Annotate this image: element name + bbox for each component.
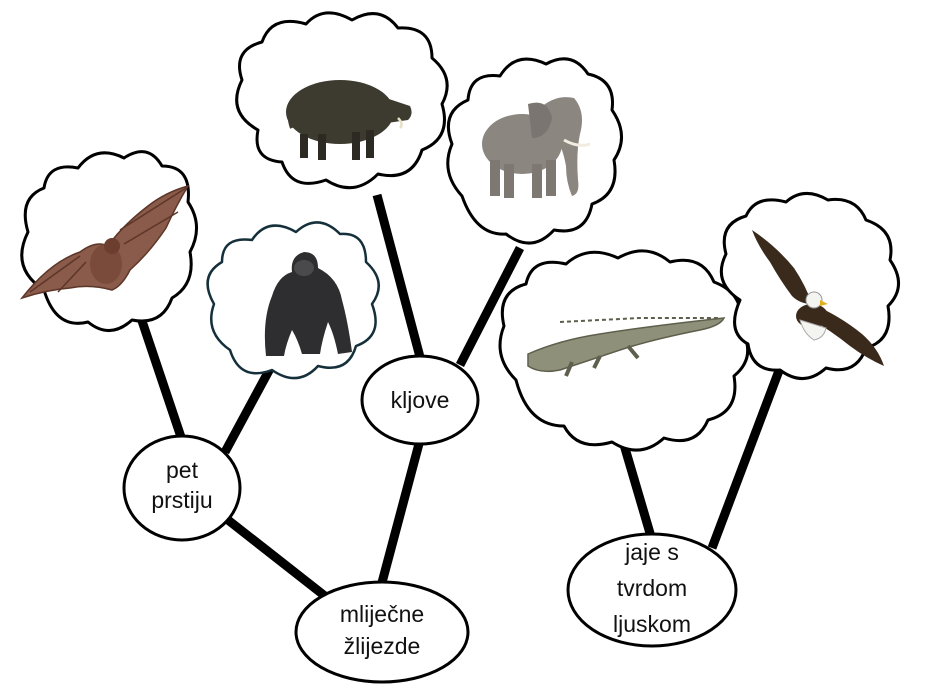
node-five-fingers: pet prstiju [122,434,242,542]
node-mammary-glands-line-1: mliječne [340,601,424,627]
branches [135,193,785,604]
boar-icon [286,80,412,160]
node-hard-shell-egg-line-2: tvrdom [617,575,687,601]
node-mammary-glands: mliječne žlijezde [294,580,470,684]
node-hard-shell-egg: jaje s tvrdom ljuskom [566,532,738,648]
elephant-icon [482,97,591,198]
branch-tusks-to-boar [372,193,425,359]
node-five-fingers-line-1: pet [166,457,199,483]
bat-icon [19,184,190,300]
branch-glands-to-fingers [225,516,333,604]
node-five-fingers-line-2: prstiju [151,487,212,513]
eagle-icon [752,230,884,366]
branch-glands-to-tusks [375,438,425,592]
node-tusks-line-1: kljove [391,387,450,413]
branch-egg-to-eagle [707,366,785,550]
node-mammary-glands-line-2: žlijezde [344,633,421,659]
gorilla-icon [264,252,352,356]
node-hard-shell-egg-line-1: jaje s [624,539,679,565]
branch-fingers-to-gorilla [221,362,276,455]
branch-fingers-to-bat [135,313,187,442]
node-tusks: kljove [360,354,480,446]
branch-egg-to-crocodile [617,436,657,542]
crocodile-icon [527,317,726,377]
branch-tusks-to-elephant [455,245,525,368]
node-hard-shell-egg-line-3: ljuskom [613,611,691,637]
